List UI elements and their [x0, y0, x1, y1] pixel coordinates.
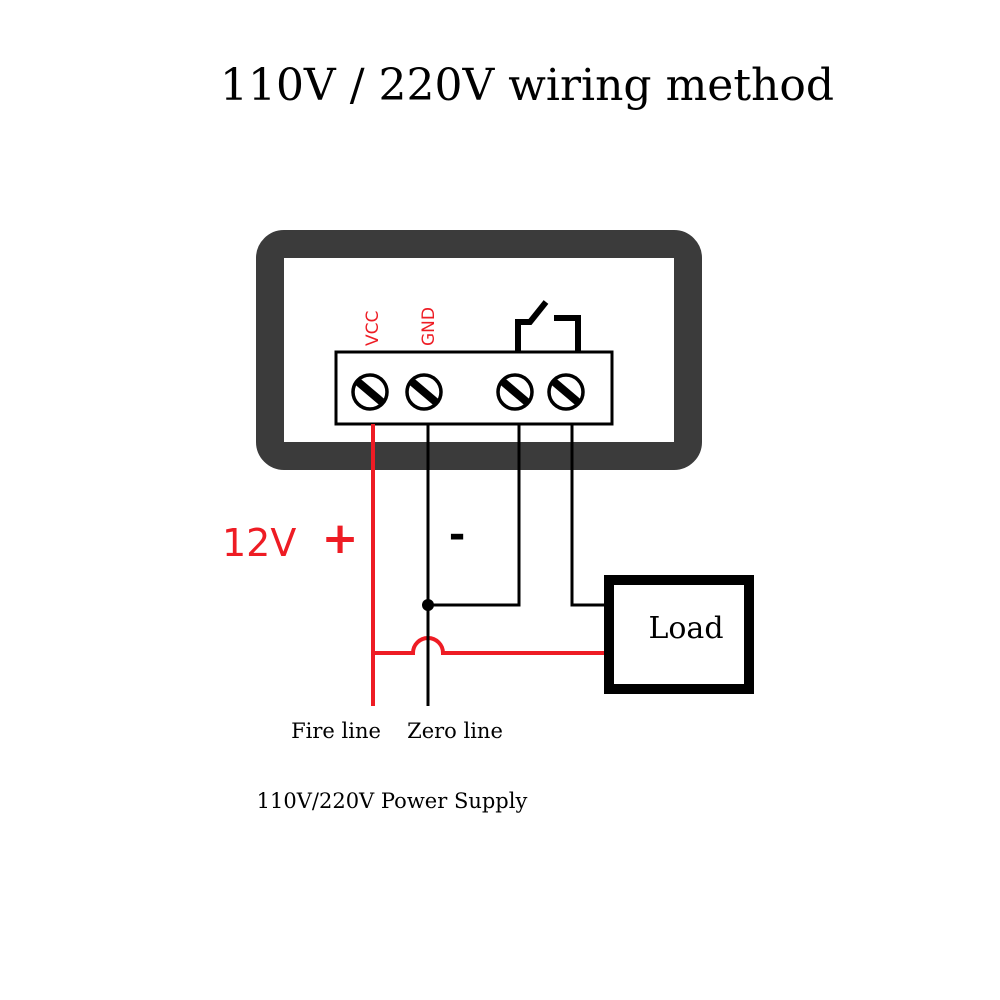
screw-vcc [351, 373, 389, 411]
relay-switch-icon [515, 300, 581, 352]
fire-to-load-wire [373, 636, 604, 655]
load-box [604, 575, 754, 694]
terminal-label-gnd: GND [419, 307, 439, 346]
load-label: Load [648, 611, 723, 646]
diagram-title: 110V / 220V wiring method [220, 60, 834, 111]
screw-relay-2 [547, 373, 585, 411]
fire-line-label: Fire line [291, 719, 381, 743]
screw-relay-1 [496, 373, 534, 411]
terminal-label-vcc: VCC [363, 311, 383, 346]
power-supply-label: 110V/220V Power Supply [257, 789, 528, 813]
plus-sign: + [322, 513, 359, 564]
minus-sign: - [449, 512, 466, 558]
controller-housing [256, 230, 702, 470]
relay-to-zero-wire [428, 424, 521, 607]
voltage-label: 12V [222, 521, 296, 565]
screw-gnd [405, 373, 443, 411]
zero-line-label: Zero line [407, 719, 503, 743]
terminal-block [334, 350, 614, 426]
relay-to-load-wire [570, 424, 604, 607]
